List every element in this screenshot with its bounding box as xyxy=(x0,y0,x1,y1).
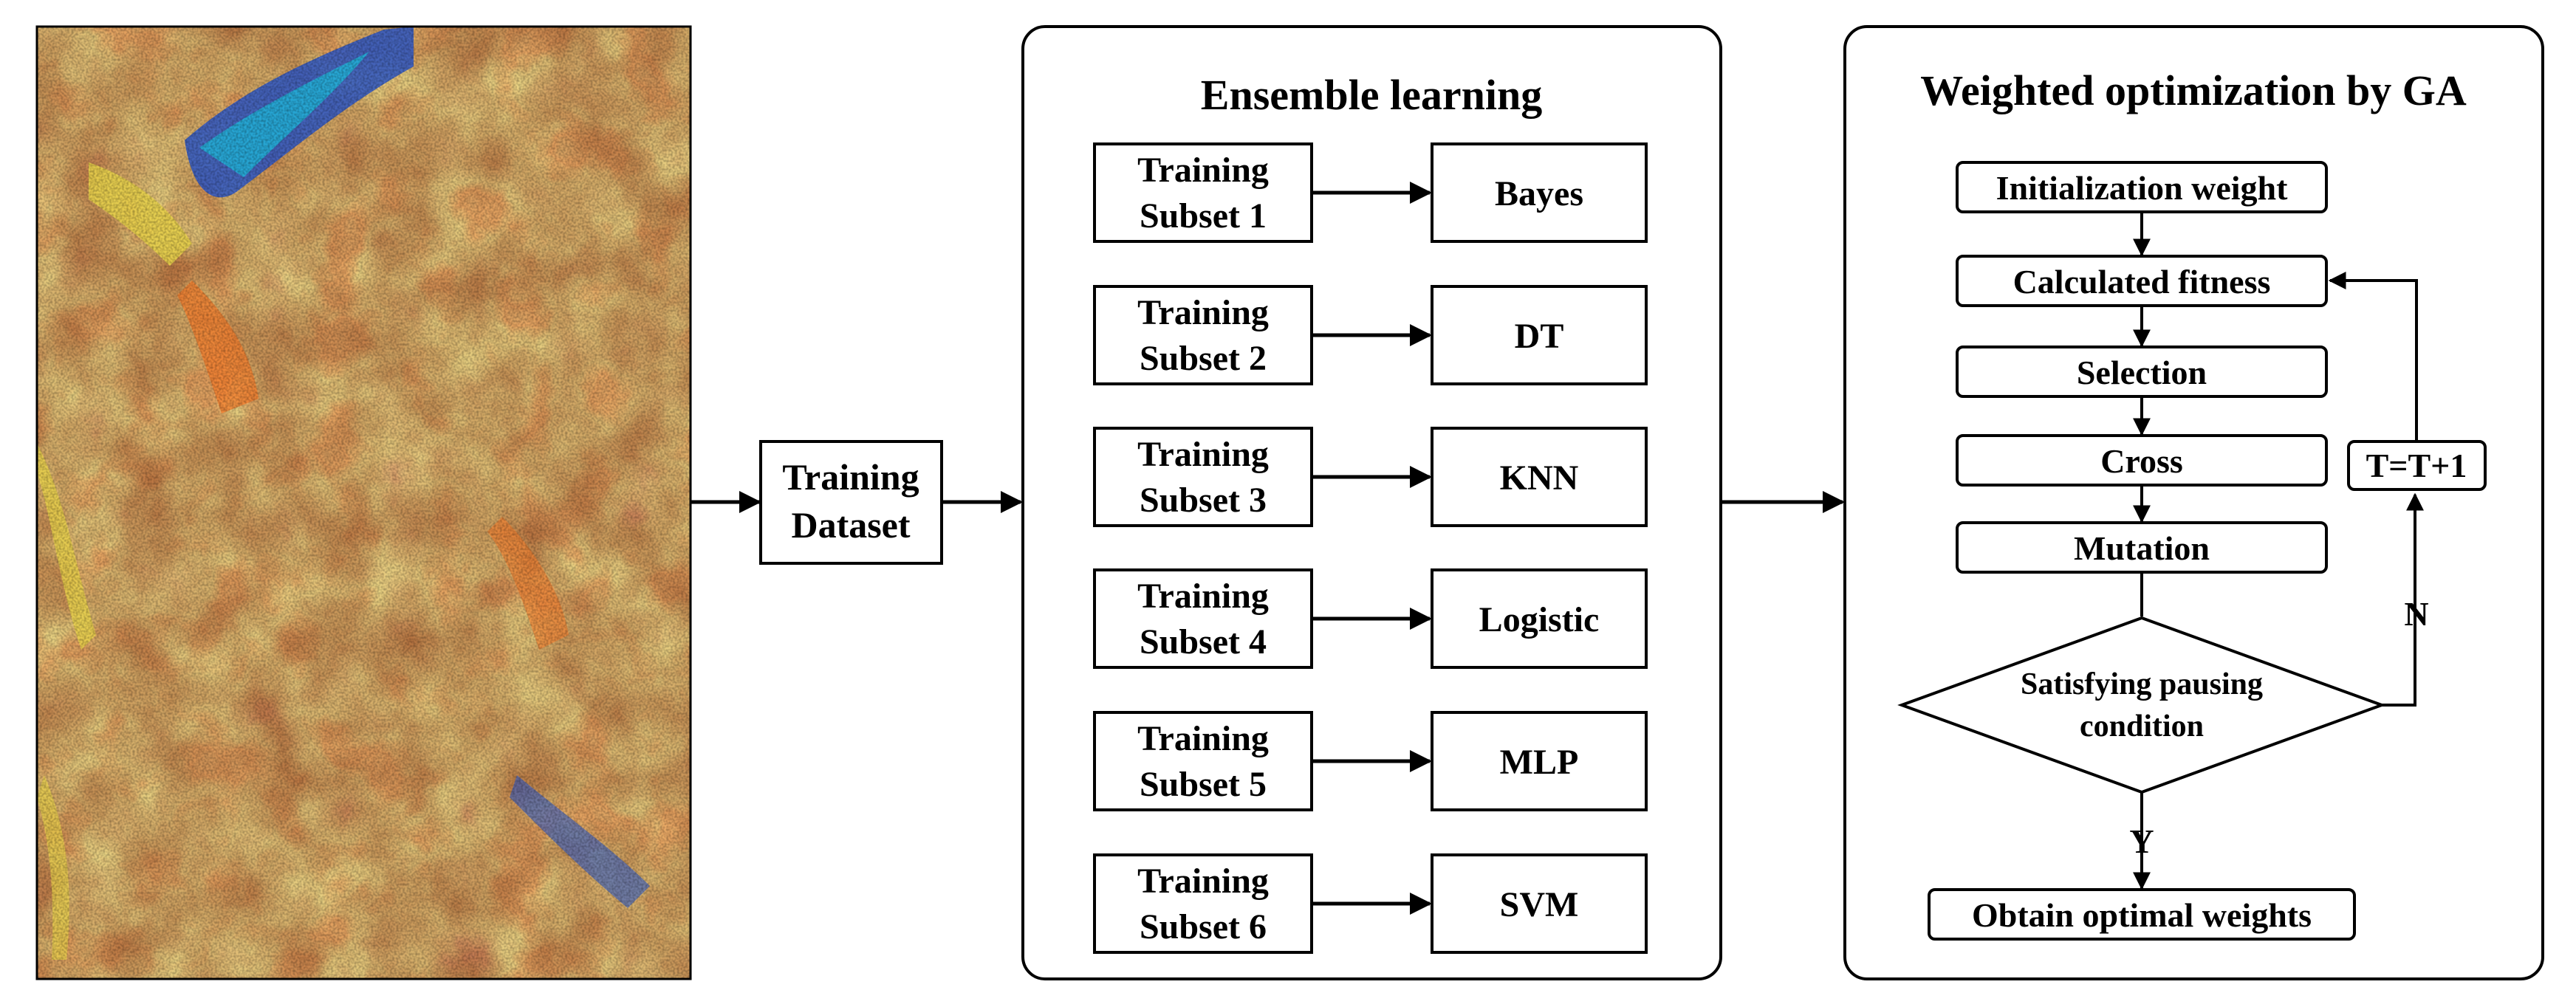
classifier-box-2 xyxy=(1431,285,1648,385)
arrow-condition-to-loop xyxy=(2382,492,2424,707)
ga-mutation-label: Mutation xyxy=(2074,529,2210,567)
classifier-box-1 xyxy=(1431,142,1648,243)
ga-mutation-box: Mutation xyxy=(1956,521,2328,574)
subset-4-line2: Subset 4 xyxy=(1140,622,1267,661)
remote-sensing-image xyxy=(37,27,691,979)
subset-1-line1: Training xyxy=(1137,151,1269,190)
classifier-2-label: DT xyxy=(1515,317,1564,356)
ga-cross-box: Cross xyxy=(1956,434,2328,487)
subset-row-2: Training Subset 2 DT xyxy=(1093,285,1648,385)
subset-row-4: Training Subset 4 Logistic xyxy=(1093,568,1648,669)
subset-box-6 xyxy=(1093,853,1313,954)
classifier-box-6 xyxy=(1431,853,1648,954)
ga-selection-box: Selection xyxy=(1956,346,2328,398)
subset-2-line2: Subset 2 xyxy=(1140,339,1267,378)
ga-cross-label: Cross xyxy=(2100,442,2183,480)
classifier-6-label: SVM xyxy=(1500,885,1579,924)
ga-condition-line1: Satisfying pausing xyxy=(2021,667,2263,701)
subset-box-3 xyxy=(1093,427,1313,527)
ga-no-label: N xyxy=(2404,595,2428,633)
subset-3-line2: Subset 3 xyxy=(1140,481,1267,520)
ga-selection-label: Selection xyxy=(2077,354,2207,391)
subset-1-line2: Subset 1 xyxy=(1140,196,1267,236)
classifier-3-label: KNN xyxy=(1500,458,1579,498)
ga-output-label: Obtain optimal weights xyxy=(1972,896,2312,934)
subset-5-line2: Subset 5 xyxy=(1140,765,1267,804)
classifier-1-label: Bayes xyxy=(1495,174,1583,213)
classifier-box-4 xyxy=(1431,568,1648,669)
subset-row-5: Training Subset 5 MLP xyxy=(1093,711,1648,811)
image-speckle xyxy=(37,27,691,979)
training-dataset-line1: Training xyxy=(782,456,919,498)
ga-condition-diamond: Satisfying pausing condition xyxy=(1897,616,2386,794)
subset-6-line1: Training xyxy=(1137,862,1269,901)
ga-fitness-box: Calculated fitness xyxy=(1956,255,2328,307)
classifier-box-3 xyxy=(1431,427,1648,527)
subset-row-1: Training Subset 1 Bayes xyxy=(1093,142,1648,243)
ga-condition-line2: condition xyxy=(2080,709,2204,743)
subset-3-line1: Training xyxy=(1137,435,1269,474)
subset-5-line1: Training xyxy=(1137,719,1269,758)
ga-fitness-label: Calculated fitness xyxy=(2013,263,2271,300)
training-dataset-box: Training Dataset xyxy=(759,440,943,565)
subset-4-line1: Training xyxy=(1137,577,1269,616)
subset-row-6: Training Subset 6 SVM xyxy=(1093,853,1648,954)
arrow-loop-to-fitness xyxy=(2328,272,2418,441)
ga-title: Weighted optimization by GA xyxy=(1920,66,2467,114)
ga-output-box: Obtain optimal weights xyxy=(1928,888,2356,941)
subset-box-1 xyxy=(1093,142,1313,243)
subset-2-line1: Training xyxy=(1137,293,1269,332)
ga-loop-box: T=T+1 xyxy=(2347,440,2487,491)
classifier-4-label: Logistic xyxy=(1479,600,1600,639)
subset-row-3: Training Subset 3 KNN xyxy=(1093,427,1648,527)
subset-6-line2: Subset 6 xyxy=(1140,907,1267,946)
training-dataset-line2: Dataset xyxy=(791,504,910,546)
ga-loop-label: T=T+1 xyxy=(2366,447,2467,484)
classifier-5-label: MLP xyxy=(1500,743,1579,782)
ga-init-box: Initialization weight xyxy=(1956,161,2328,213)
ensemble-title: Ensemble learning xyxy=(1201,71,1542,119)
ga-yes-label: Y xyxy=(2129,822,2154,860)
classifier-box-5 xyxy=(1431,711,1648,811)
ga-init-label: Initialization weight xyxy=(1996,169,2289,207)
